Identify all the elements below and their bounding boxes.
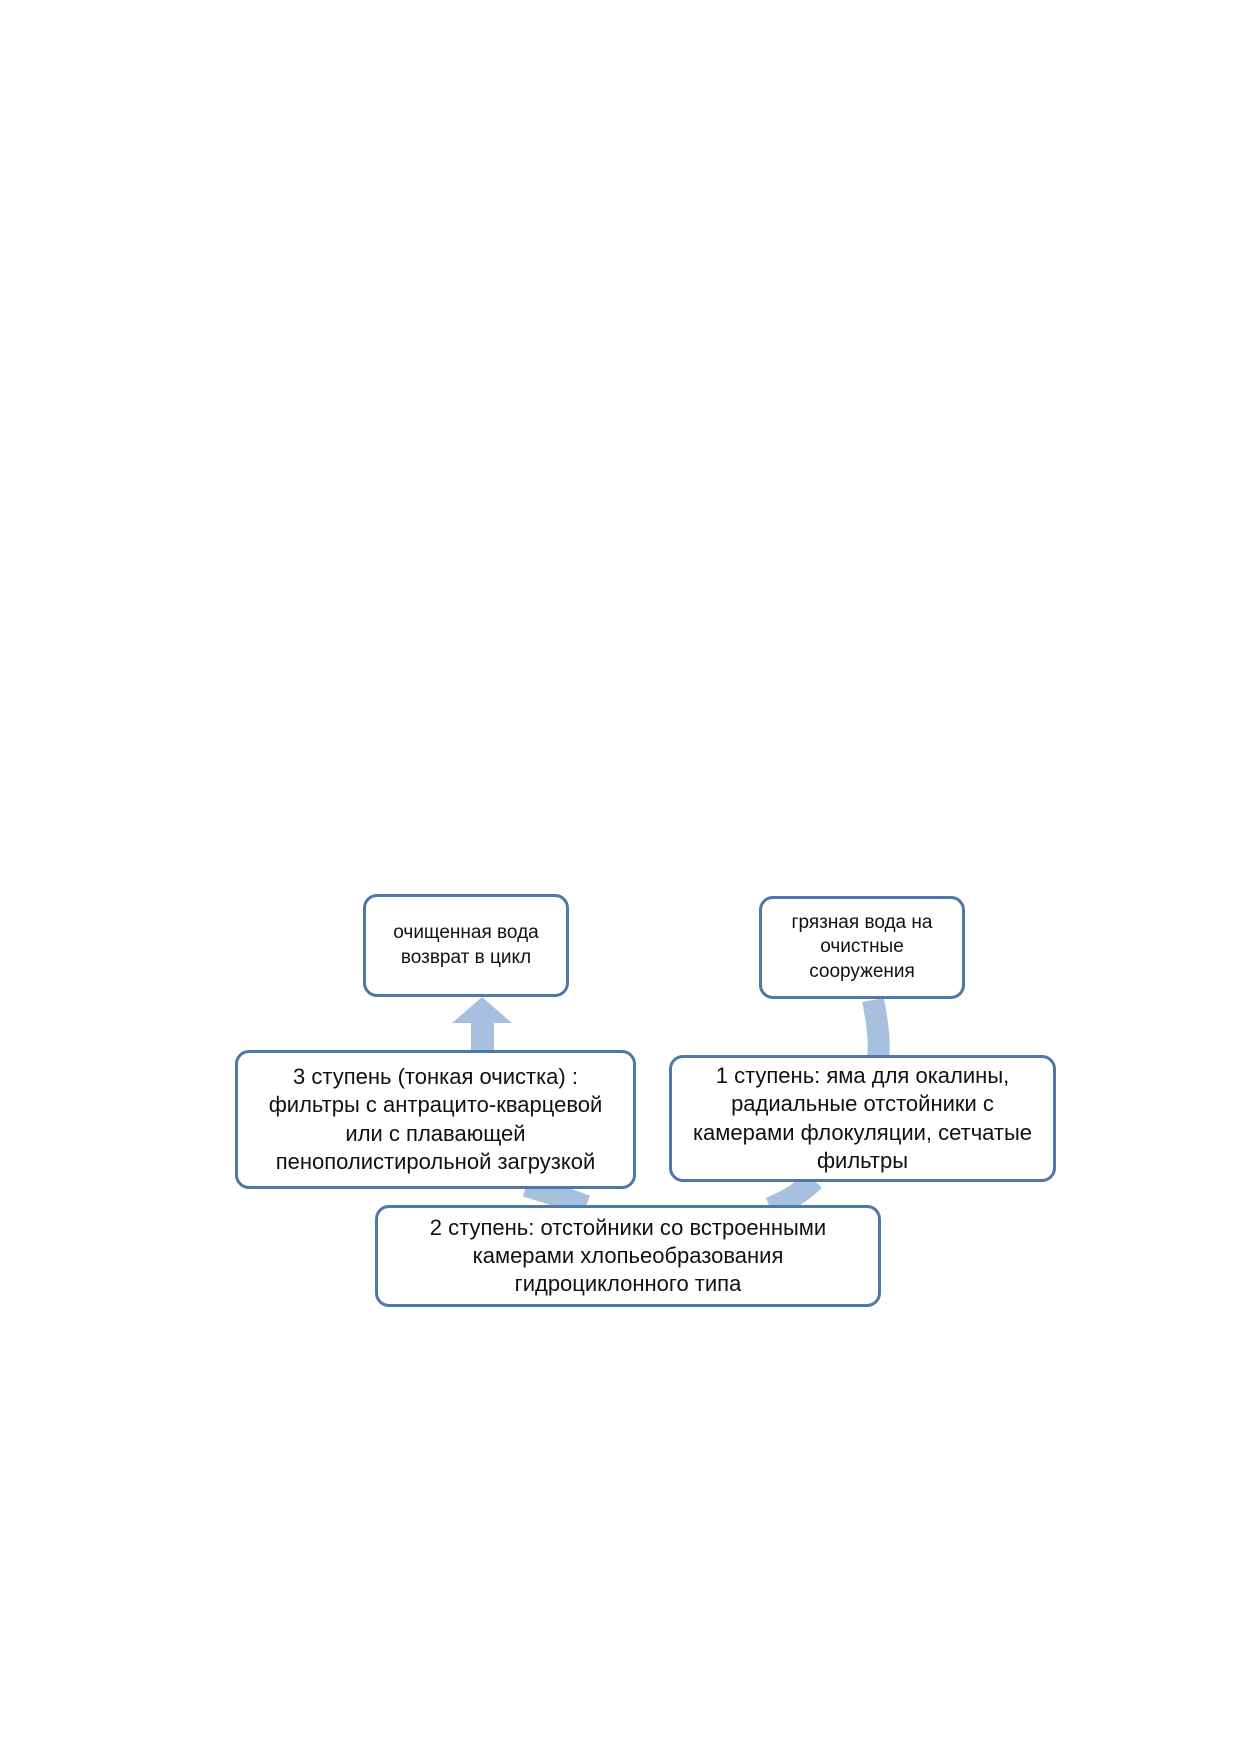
node-clean-water-return: очищенная вода возврат в цикл <box>363 894 569 997</box>
arrowhead-up-icon <box>452 997 512 1023</box>
node-dirty-water-intake: грязная вода на очистные сооружения <box>759 896 965 999</box>
connector-dirty-to-stage1 <box>862 997 890 1060</box>
node-stage-1: 1 ступень: яма для окалины, радиальные о… <box>669 1055 1056 1182</box>
connector-stage3-to-clean <box>471 1020 494 1053</box>
node-stage-3: 3 ступень (тонкая очистка) : фильтры с а… <box>235 1050 636 1189</box>
connector-stage2-to-stage3 <box>522 1175 591 1217</box>
connector-stage1-to-stage2 <box>765 1172 822 1219</box>
node-stage-2: 2 ступень: отстойники со встроенными кам… <box>375 1205 881 1307</box>
